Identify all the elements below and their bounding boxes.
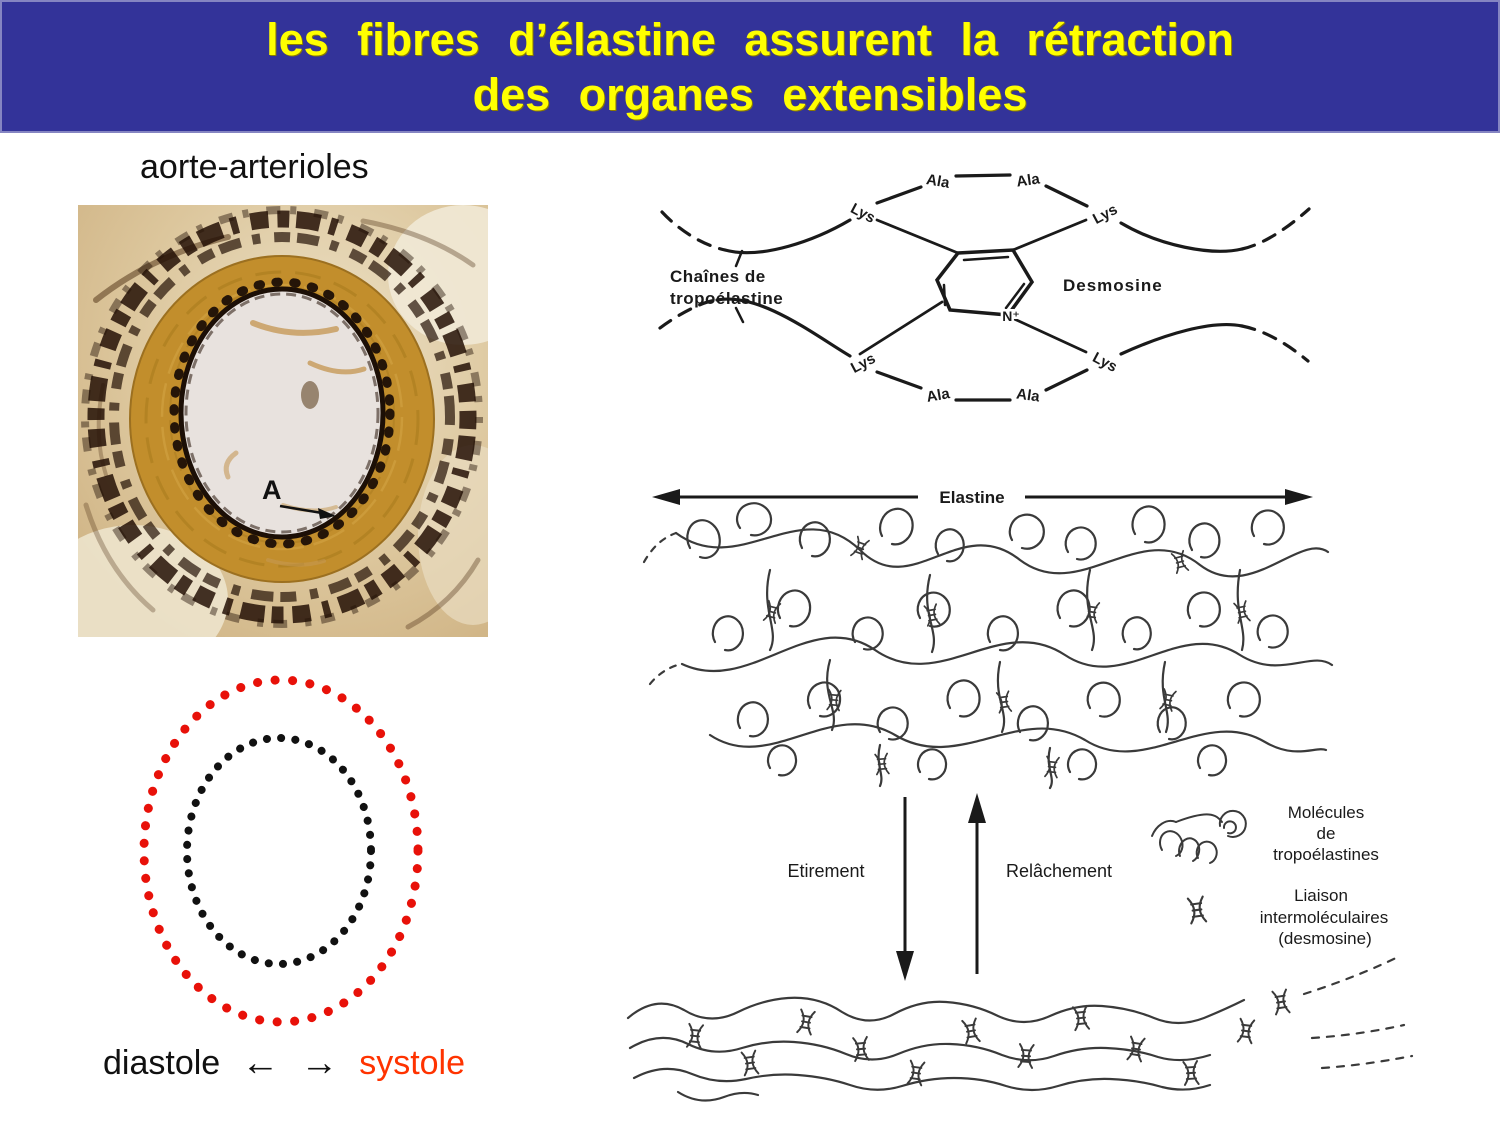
systole-outer-dotted-ring <box>139 675 423 1027</box>
tropoelastin-chain-label-line2: tropoélastine <box>670 289 783 308</box>
slide-header: les fibres d’élastine assurent la rétrac… <box>0 0 1500 133</box>
lys-label-top-left: Lys <box>848 200 878 227</box>
lumen-debris <box>301 381 319 409</box>
left-arrowhead-icon <box>652 489 680 505</box>
lys-label-top-right: Lys <box>1090 201 1120 228</box>
elastin-schematic: Lys Ala Ala Lys Lys Ala Ala Lys N⁺ Chaîn… <box>626 170 1414 1102</box>
legend-molecules-line3: tropoélastines <box>1273 845 1379 864</box>
aorte-arterioles-label: aorte-arterioles <box>140 148 369 186</box>
internal-elastic-lamina <box>169 277 395 549</box>
histology-annotation-A: A <box>262 475 282 505</box>
right-arrow-icon: → <box>300 1042 339 1084</box>
legend-molecules-line1: Molécules <box>1288 803 1365 822</box>
annotation-arrow-icon <box>279 504 336 519</box>
ala-label-bottom-right: Ala <box>1015 385 1041 405</box>
etirement-label: Etirement <box>787 861 864 881</box>
tropoelastin-molecule-icon <box>1151 809 1247 864</box>
pyridinium-ring <box>934 248 1035 317</box>
legend-molecules-line2: de <box>1317 824 1336 843</box>
slide-title-line2: des organes extensibles <box>472 68 1028 120</box>
relachement-up-arrow-icon <box>968 793 986 974</box>
aorta-histology-image: A <box>78 205 488 637</box>
diastole-systole-diagram <box>139 675 423 1027</box>
desmosine-crosslink-diagram <box>658 173 1311 402</box>
ala-label-bottom-left: Ala <box>925 385 952 406</box>
external-elastic-ring <box>81 206 483 628</box>
slide-title-line1: les fibres d’élastine assurent la rétrac… <box>266 13 1234 65</box>
legend-liaison-line2: intermoléculaires <box>1260 908 1389 927</box>
desmosine-link-icon <box>1186 895 1208 925</box>
nitrogen-label: N⁺ <box>1002 308 1020 324</box>
relaxed-elastin-network <box>642 502 1334 790</box>
lys-label-bottom-right: Lys <box>1090 349 1120 376</box>
elastine-label: Elastine <box>939 488 1004 507</box>
right-arrowhead-icon <box>1285 489 1313 505</box>
ala-label-top-right: Ala <box>1015 170 1041 190</box>
etirement-down-arrow-icon <box>896 797 914 981</box>
diastole-label: diastole <box>103 1044 221 1082</box>
pulsation-caption: diastole ← → systole <box>103 1042 465 1085</box>
relachement-label: Relâchement <box>1006 861 1112 881</box>
elastine-extent-arrow <box>652 489 1313 505</box>
stretched-elastin-network <box>626 956 1414 1102</box>
legend-liaison-line3: (desmosine) <box>1278 929 1372 948</box>
legend-liaison-line1: Liaison <box>1294 886 1348 905</box>
diastole-inner-dotted-ring <box>183 734 375 968</box>
desmosine-label: Desmosine <box>1063 276 1163 295</box>
tropoelastin-chain-label-line1: Chaînes de <box>670 267 766 286</box>
lys-label-bottom-left: Lys <box>848 350 878 377</box>
left-arrow-icon: ← <box>241 1042 280 1084</box>
ala-label-top-left: Ala <box>925 171 952 192</box>
systole-label: systole <box>359 1044 466 1082</box>
stretched-network-crosslinks <box>685 988 1291 1087</box>
